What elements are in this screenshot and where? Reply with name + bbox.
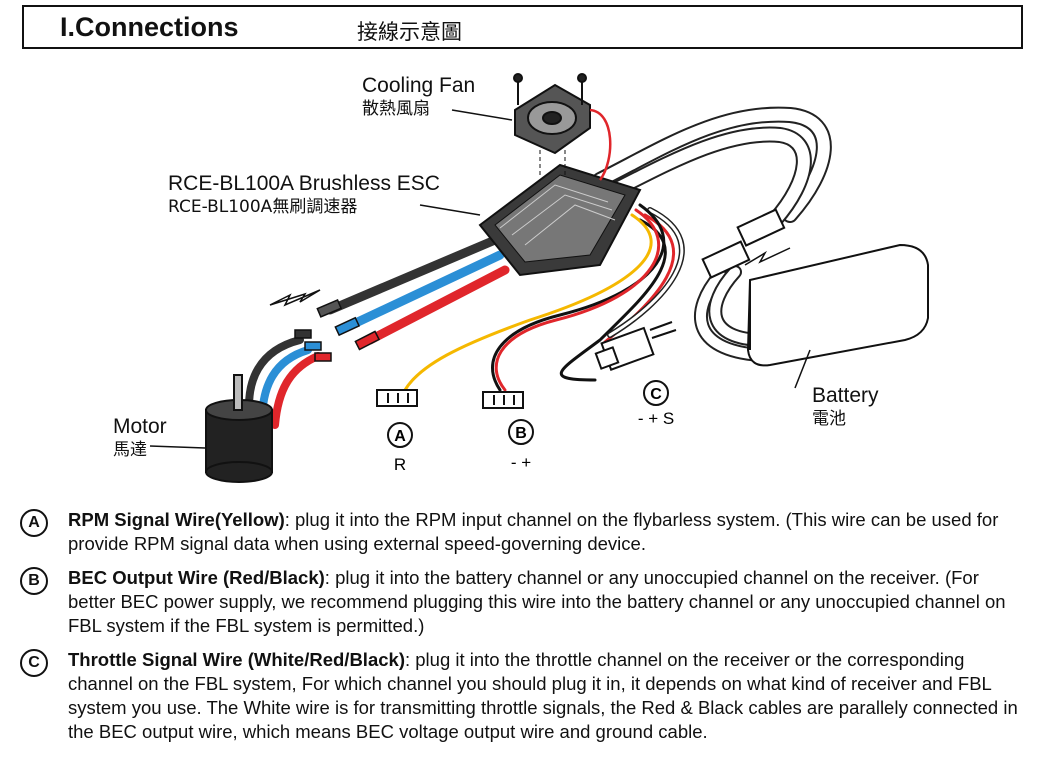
note-c: C Throttle Signal Wire (White/Red/Black)…: [20, 648, 1030, 744]
battery-label: Battery: [812, 384, 879, 407]
conn-c-pins: - + S: [638, 409, 674, 428]
fan-label: Cooling Fan: [362, 74, 475, 97]
note-a-badge: A: [20, 509, 48, 537]
esc-motor-wires: [325, 235, 510, 345]
note-b: B BEC Output Wire (Red/Black): plug it i…: [20, 566, 1030, 638]
section-title: I.Connections: [60, 12, 239, 42]
note-c-badge: C: [20, 649, 48, 677]
notes-list: A RPM Signal Wire(Yellow): plug it into …: [20, 508, 1030, 754]
note-b-text: : plug it into the battery channel or an…: [68, 567, 1006, 636]
throttle-connector: [594, 321, 677, 371]
motor-label: Motor: [113, 415, 167, 438]
note-b-badge: B: [20, 567, 48, 595]
note-a-title: RPM Signal Wire(Yellow): [68, 509, 285, 530]
esc-label-cn: RCE-BL100A無刷調速器: [168, 197, 357, 217]
note-a: A RPM Signal Wire(Yellow): plug it into …: [20, 508, 1030, 556]
note-c-text: : plug it into the throttle channel on t…: [68, 649, 1018, 742]
esc-label: RCE-BL100A Brushless ESC: [168, 172, 440, 195]
connection-diagram: Cooling Fan 散熱風扇 RCE-BL100A Brushless ES…: [113, 73, 929, 483]
fan-label-cn: 散熱風扇: [362, 99, 430, 119]
rpm-cable: [403, 213, 653, 392]
note-b-title: BEC Output Wire (Red/Black): [68, 567, 325, 588]
bec-cable: [491, 203, 666, 392]
battery-pack: [746, 243, 929, 367]
esc-body: [478, 163, 642, 277]
battery-power-wires: [592, 106, 832, 362]
fan-wire: [589, 108, 612, 181]
motor-bullet-connectors: [294, 329, 332, 362]
leader-lines: [149, 109, 811, 449]
conn-a-pins: R: [394, 455, 406, 474]
note-c-title: Throttle Signal Wire (White/Red/Black): [68, 649, 405, 670]
svg-text:B: B: [515, 425, 527, 442]
svg-text:C: C: [650, 386, 662, 403]
throttle-cable: [559, 207, 685, 382]
motor: [205, 374, 273, 483]
note-a-text: : plug it into the RPM input channel on …: [68, 509, 999, 554]
badge-c: C - + S: [638, 380, 674, 428]
battery-connector: [701, 208, 786, 279]
cooling-fan: [513, 73, 591, 175]
svg-text:A: A: [394, 428, 406, 445]
section-subtitle: 接線示意圖: [357, 20, 462, 44]
motor-label-cn: 馬達: [113, 440, 147, 460]
section-header: I.Connections 接線示意圖: [22, 5, 1023, 49]
badge-b: B - +: [508, 419, 534, 472]
battery-label-cn: 電池: [812, 409, 846, 429]
badge-a: A R: [387, 422, 413, 474]
bec-connector: [482, 391, 524, 409]
esc-bullet-connectors: [316, 299, 381, 351]
conn-b-pins: - +: [511, 453, 531, 472]
disconnect-arrow: [269, 247, 791, 307]
rpm-connector: [376, 389, 418, 407]
